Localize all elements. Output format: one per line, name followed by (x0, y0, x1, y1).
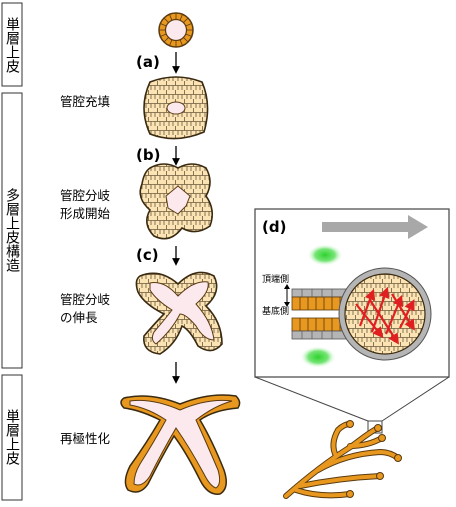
stage-label-lumen-filling: 管腔充填 (60, 94, 110, 109)
branching-tree (283, 420, 402, 499)
stage-label-repolarization: 再極性化 (60, 431, 111, 446)
panel-label-b: (b) (136, 146, 160, 164)
stage-label-branch-extend-2: の伸長 (60, 310, 98, 325)
bud-tip (338, 267, 432, 361)
side-label-bottom: 単層上皮 (4, 409, 20, 465)
ring-cell-divider (179, 14, 183, 21)
ring-cell-divider (185, 23, 192, 27)
migration-arrow-icon (322, 215, 428, 239)
ring-cell-divider (179, 39, 183, 46)
repolarized-tube (120, 394, 241, 495)
side-label-top-box: 単層上皮 (1, 2, 23, 87)
ring-cell-divider (169, 14, 173, 21)
stage-label-branch-start-1: 管腔分岐 (60, 188, 111, 203)
green-signal-bottom (300, 346, 336, 368)
inset-d: (d) 頂端側 基底側 (254, 208, 450, 378)
panel-label-a: (a) (136, 53, 160, 71)
side-label-middle-box: 多層上皮構造 (1, 92, 23, 369)
zoom-lines (254, 376, 450, 422)
ring-cell-divider (183, 17, 189, 23)
gray-cell-layer-bottom (291, 330, 349, 340)
branch-extend-cluster (135, 271, 223, 355)
side-label-bottom-box: 単層上皮 (1, 374, 23, 501)
ring-cell-divider (163, 17, 169, 23)
ring-cell-divider (160, 23, 167, 27)
stage-label-branch-extend-1: 管腔分岐 (60, 292, 111, 307)
red-migration-arrows (355, 286, 415, 345)
stage-label-branch-start-2: 形成開始 (60, 206, 111, 221)
ring-cell-divider (169, 39, 173, 46)
branch-start-cluster (139, 163, 214, 240)
label-basal: 基底側 (262, 305, 289, 317)
panel-label-c: (c) (136, 246, 159, 264)
ring-cell-divider (160, 33, 167, 37)
gray-cell-layer-top (291, 288, 349, 298)
ring-cell-divider (185, 33, 192, 37)
panel-label-d: (d) (262, 218, 286, 236)
ring-cell-divider (183, 37, 189, 43)
ring-cell-divider (163, 37, 169, 43)
single-layer-cyst (158, 12, 194, 48)
side-label-middle: 多層上皮構造 (4, 187, 20, 273)
lumen-filled-cluster (143, 76, 209, 140)
green-signal-top (307, 244, 343, 266)
side-label-top: 単層上皮 (4, 17, 20, 73)
label-apical: 頂端側 (262, 273, 289, 285)
